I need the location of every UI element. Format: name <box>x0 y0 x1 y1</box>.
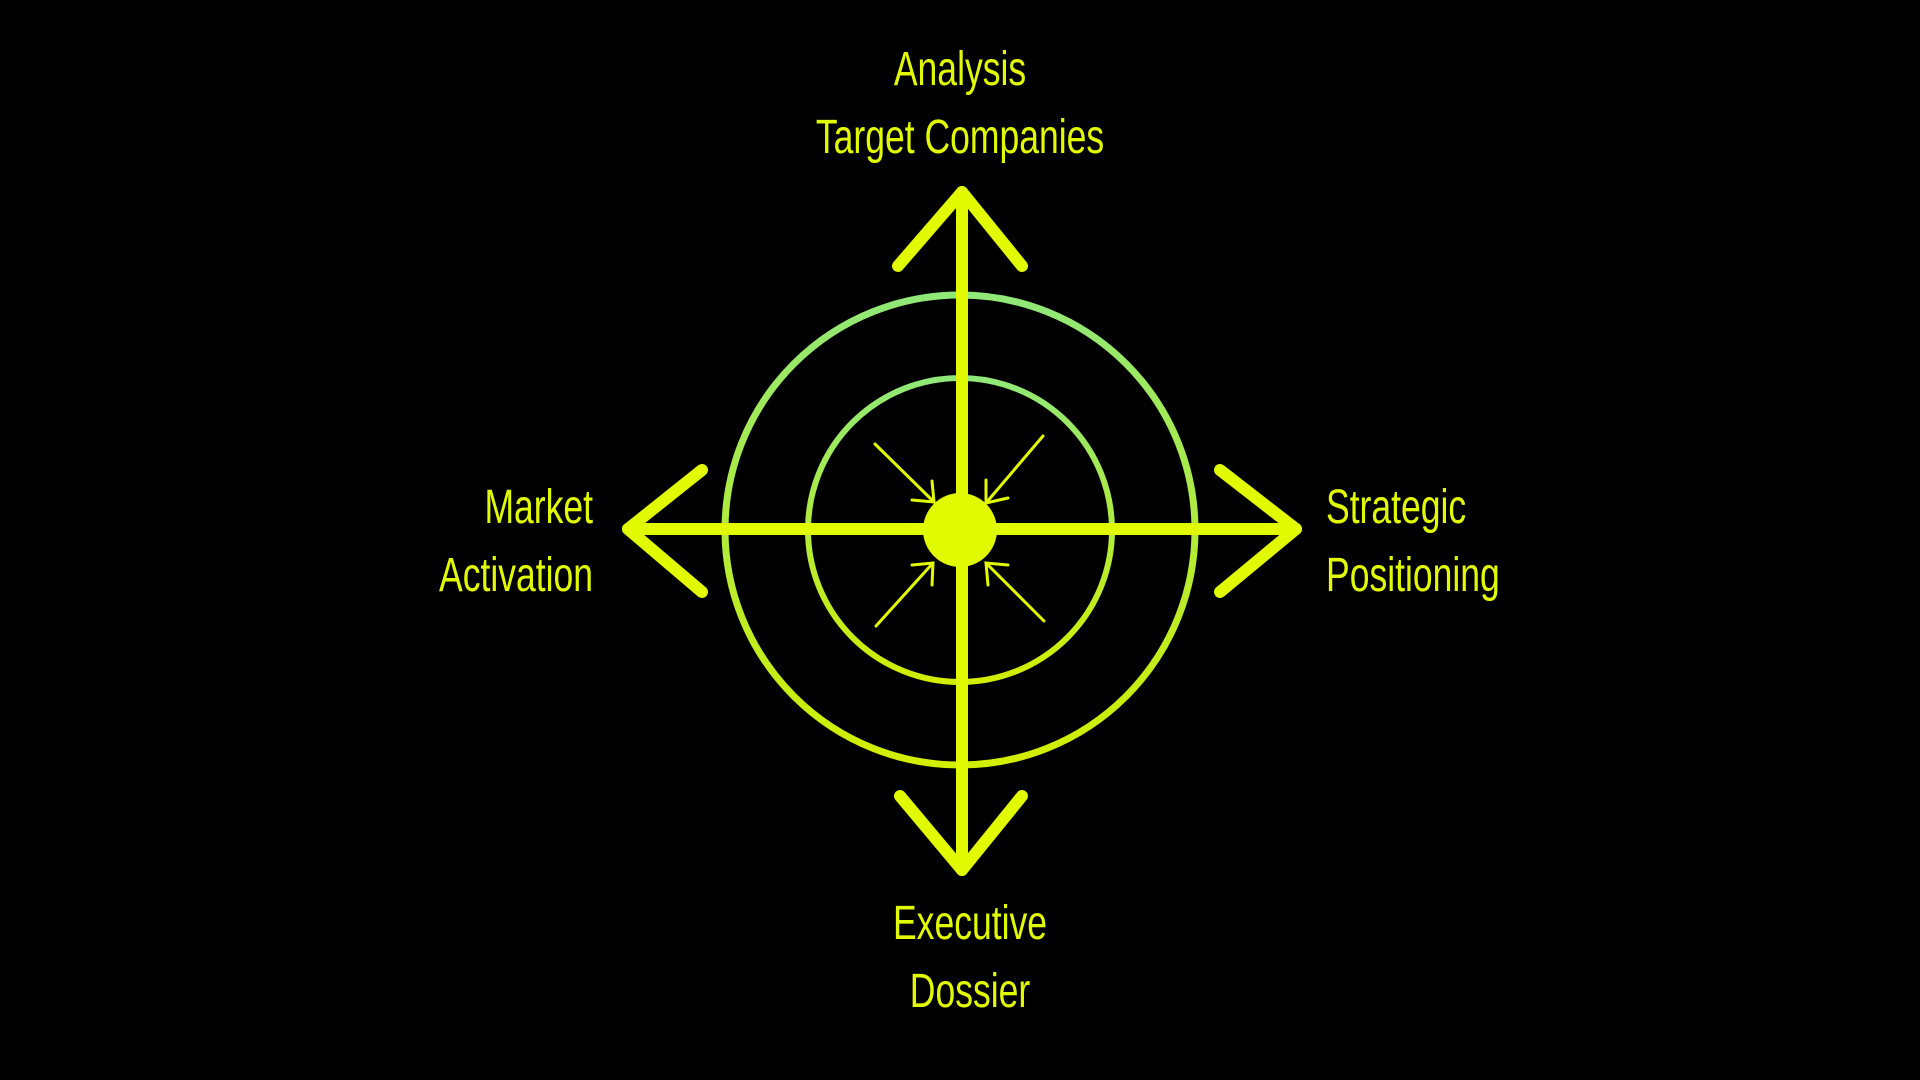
label-market-activation: Market Activation <box>193 474 593 610</box>
label-line: Executive <box>892 897 1047 950</box>
arrow-right-icon <box>1214 464 1302 598</box>
arrow-left-icon <box>622 464 708 598</box>
inward-arrow-icon <box>984 434 1045 505</box>
inward-arrow-icon <box>873 442 936 504</box>
label-line: Activation <box>438 549 593 602</box>
arrow-up-icon <box>892 186 1028 272</box>
inward-arrow-icon <box>984 561 1046 623</box>
label-strategic-positioning: Strategic Positioning <box>1326 474 1726 610</box>
center-dot <box>923 493 997 567</box>
label-line: Strategic <box>1326 481 1467 534</box>
label-analysis: Analysis Target Companies <box>760 36 1160 172</box>
inward-arrow-icon <box>874 561 935 628</box>
label-line: Target Companies <box>815 111 1105 164</box>
label-line: Positioning <box>1326 549 1500 602</box>
label-line: Market <box>484 481 593 534</box>
label-executive-dossier: Executive Dossier <box>770 890 1170 1026</box>
label-line: Dossier <box>909 965 1031 1018</box>
label-line: Analysis <box>893 43 1027 96</box>
arrow-down-icon <box>894 790 1028 876</box>
